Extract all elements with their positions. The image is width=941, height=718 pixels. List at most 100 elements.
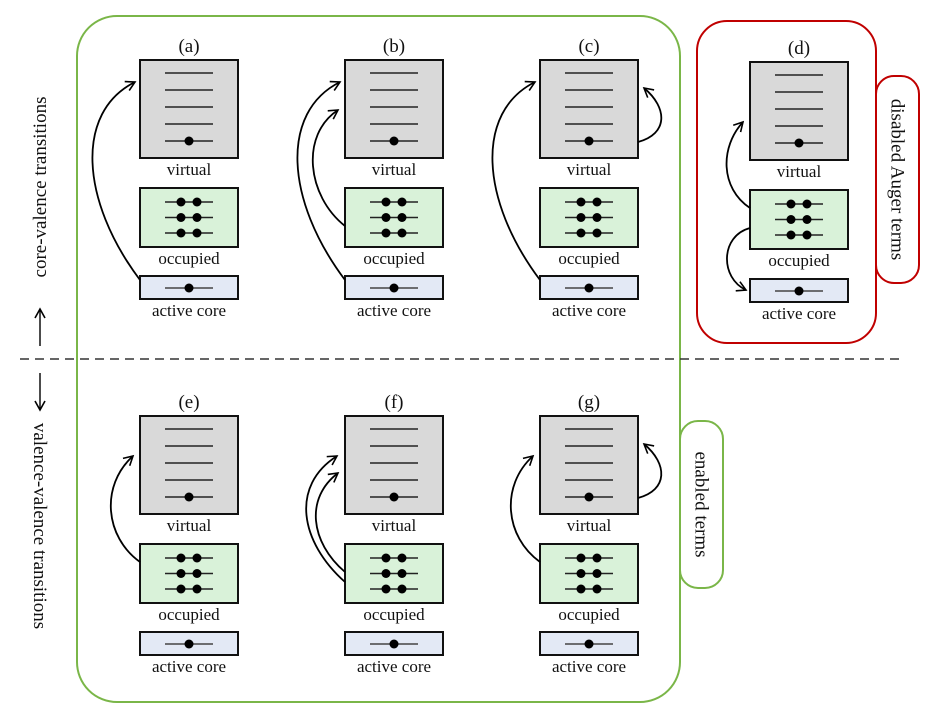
panel-title: (a)	[178, 36, 199, 57]
electron-dot	[184, 283, 194, 293]
electron-dot	[584, 492, 594, 502]
virtual-label: virtual	[167, 516, 212, 535]
electron-dot	[192, 228, 202, 238]
electron-dot	[192, 569, 202, 578]
side-label-top: core-valence transitions	[30, 97, 51, 346]
electron-dot	[802, 230, 812, 240]
electron-dot	[381, 569, 391, 578]
electron-dot	[389, 136, 399, 146]
transition-arrow	[315, 472, 346, 573]
electron-dot	[381, 228, 391, 238]
electron-dot	[184, 136, 194, 146]
occupied-label: occupied	[158, 249, 220, 268]
occupied-label: occupied	[558, 605, 620, 624]
electron-dot	[389, 639, 399, 649]
panel-title: (c)	[578, 36, 599, 57]
electron-dot	[389, 283, 399, 293]
transition-arrow	[491, 80, 541, 281]
electron-dot	[592, 584, 602, 594]
electron-dot	[576, 569, 586, 578]
electron-dot	[381, 213, 391, 222]
electron-dot	[794, 138, 804, 148]
core-label: active core	[152, 301, 226, 320]
virtual-label: virtual	[567, 516, 612, 535]
electron-dot	[176, 213, 186, 222]
electron-dot	[192, 553, 202, 563]
electron-dot	[576, 584, 586, 594]
panel-title: (d)	[788, 38, 810, 59]
electron-dot	[592, 197, 602, 207]
electron-dot	[786, 199, 796, 209]
occupied-label: occupied	[158, 605, 220, 624]
electron-dot	[192, 584, 202, 594]
electron-dot	[592, 228, 602, 238]
electron-dot	[176, 584, 186, 594]
electron-dot	[584, 639, 594, 649]
core-label: active core	[357, 657, 431, 676]
virtual-label: virtual	[777, 162, 822, 181]
electron-dot	[397, 553, 407, 563]
enabled-terms-tab	[679, 420, 724, 589]
electron-dot	[397, 228, 407, 238]
virtual-label: virtual	[567, 160, 612, 179]
electron-dot	[184, 639, 194, 649]
transition-arrow	[311, 109, 346, 227]
panel-title: (e)	[178, 392, 199, 413]
occupied-label: occupied	[558, 249, 620, 268]
virtual-label: virtual	[372, 516, 417, 535]
electron-dot	[786, 230, 796, 240]
panel-d: (d) virtual occupied active core	[725, 38, 849, 323]
electron-dot	[176, 553, 186, 563]
occupied-label: occupied	[363, 249, 425, 268]
core-label: active core	[152, 657, 226, 676]
transition-arrow	[305, 455, 346, 583]
transition-arrow	[296, 80, 346, 281]
side-label-bottom: valence-valence transitions	[29, 373, 50, 629]
transition-arrow	[726, 227, 751, 292]
electron-dot	[592, 569, 602, 578]
electron-dot	[397, 584, 407, 594]
electron-dot	[176, 569, 186, 578]
electron-dot	[576, 213, 586, 222]
electron-dot	[176, 197, 186, 207]
electron-dot	[184, 492, 194, 502]
electron-dot	[397, 569, 407, 578]
electron-dot	[794, 286, 804, 296]
electron-dot	[389, 492, 399, 502]
electron-dot	[176, 228, 186, 238]
panel-title: (f)	[385, 392, 404, 413]
disabled-terms-label: disabled Auger terms	[887, 99, 908, 260]
panels: (a) virtual occupied active core (b) virtual o…	[91, 36, 849, 676]
core-label: active core	[762, 304, 836, 323]
transition-arrow	[110, 454, 141, 563]
electron-dot	[802, 215, 812, 224]
electron-dot	[592, 553, 602, 563]
electron-dot	[397, 213, 407, 222]
transition-arrow	[637, 442, 663, 499]
electron-dot	[397, 197, 407, 207]
panel-title: (b)	[383, 36, 405, 57]
transition-arrow	[91, 80, 141, 281]
panel-e: (e) virtual occupied active core	[110, 392, 239, 676]
transition-arrow	[637, 86, 663, 143]
electron-dot	[381, 197, 391, 207]
panel-title: (g)	[578, 392, 600, 413]
enabled-terms-label: enabled terms	[691, 451, 712, 557]
transition-arrow	[725, 120, 751, 209]
valence-valence-label: valence-valence transitions	[29, 423, 50, 629]
virtual-label: virtual	[372, 160, 417, 179]
electron-dot	[192, 197, 202, 207]
electron-dot	[576, 197, 586, 207]
electron-dot	[192, 213, 202, 222]
electron-dot	[584, 136, 594, 146]
electron-dot	[381, 553, 391, 563]
electron-dot	[576, 553, 586, 563]
electron-dot	[786, 215, 796, 224]
core-valence-label: core-valence transitions	[30, 97, 51, 278]
occupied-label: occupied	[768, 251, 830, 270]
